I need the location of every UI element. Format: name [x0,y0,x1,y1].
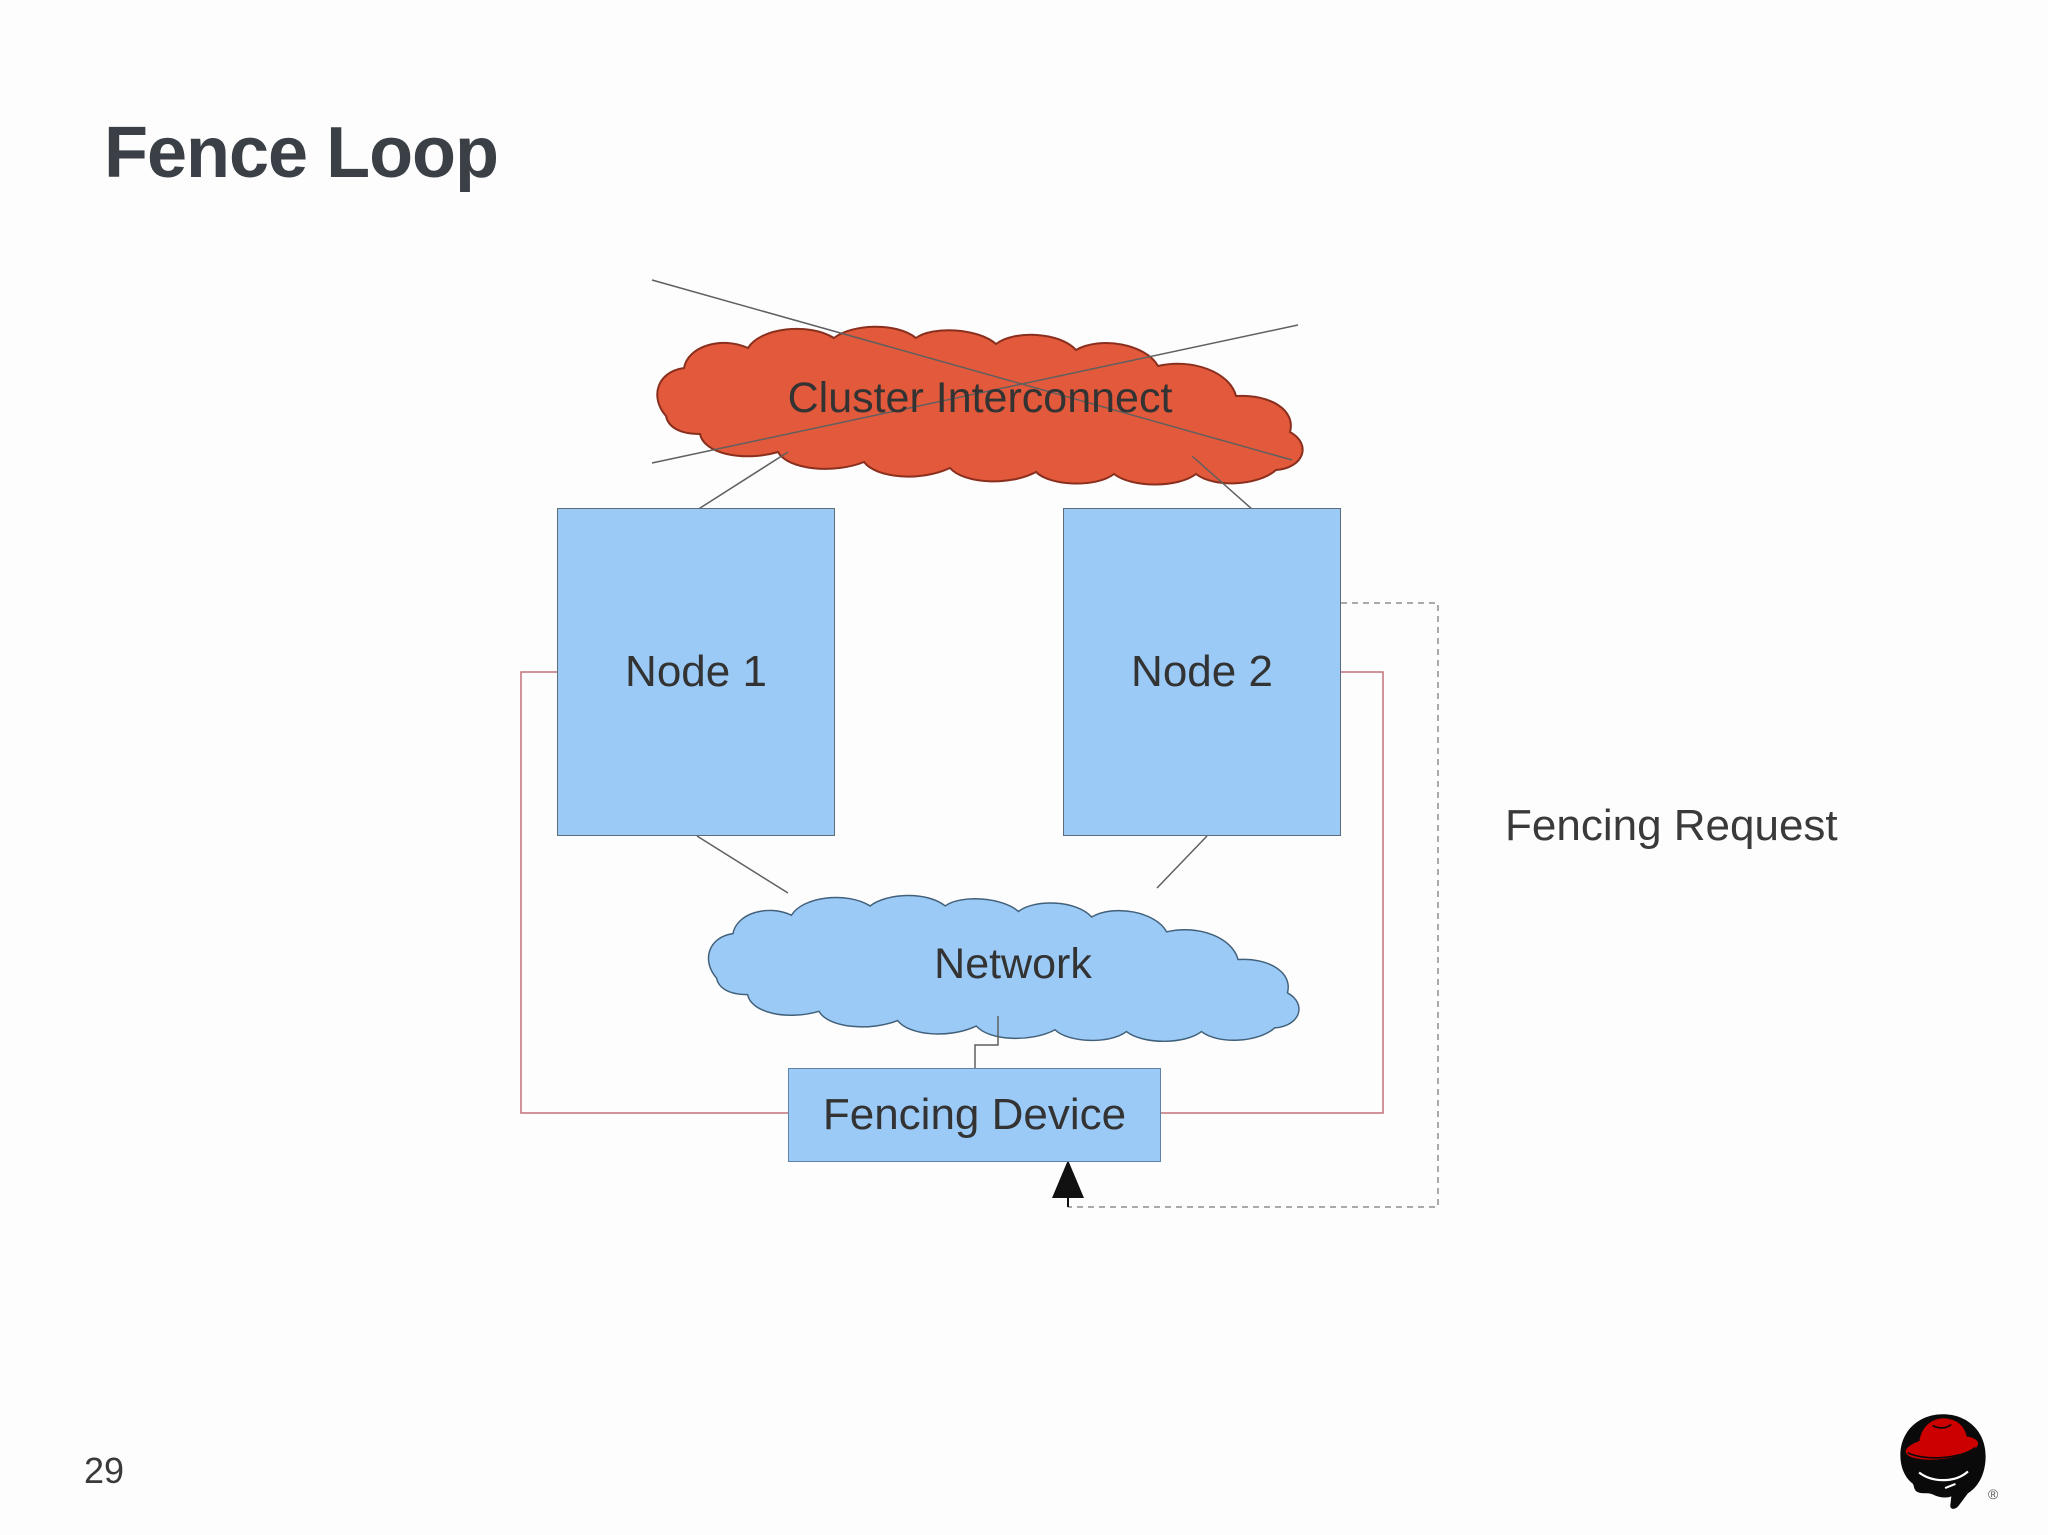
node1-box: Node 1 [557,508,835,836]
page-number: 29 [84,1450,125,1491]
cluster-interconnect-label: Cluster Interconnect [787,374,1173,422]
redhat-logo [1900,1414,1986,1509]
fencing-request-label: Fencing Request [1505,801,1838,850]
shadowman-chin-slash [1944,1482,1956,1490]
fedora-brim [1905,1435,1979,1460]
fencing-device-box: Fencing Device [788,1068,1161,1162]
fencing-device-label: Fencing Device [822,1090,1127,1139]
cross-out-line-2 [651,324,1299,464]
cluster-node2-link [1191,455,1254,511]
network-label: Network [934,940,1092,988]
fedora-band [1907,1446,1976,1459]
cluster-node1-link [696,451,789,511]
fedora-pinch [1932,1423,1952,1429]
network-device-link [974,1016,999,1068]
node2-network-link [1156,835,1208,889]
fencing-request-arrow [1052,1160,1084,1198]
node2-box: Node 2 [1063,508,1341,836]
slide-title: Fence Loop [104,113,499,193]
registered-mark: ® [1988,1486,1999,1502]
node1-network-link [696,835,789,894]
cross-out-line-1 [651,279,1293,461]
fencing-request-dotted-line [1068,602,1439,1208]
shadowman-jaw [1918,1470,1969,1482]
node2-label: Node 2 [1131,647,1273,696]
node1-label: Node 1 [625,647,767,696]
